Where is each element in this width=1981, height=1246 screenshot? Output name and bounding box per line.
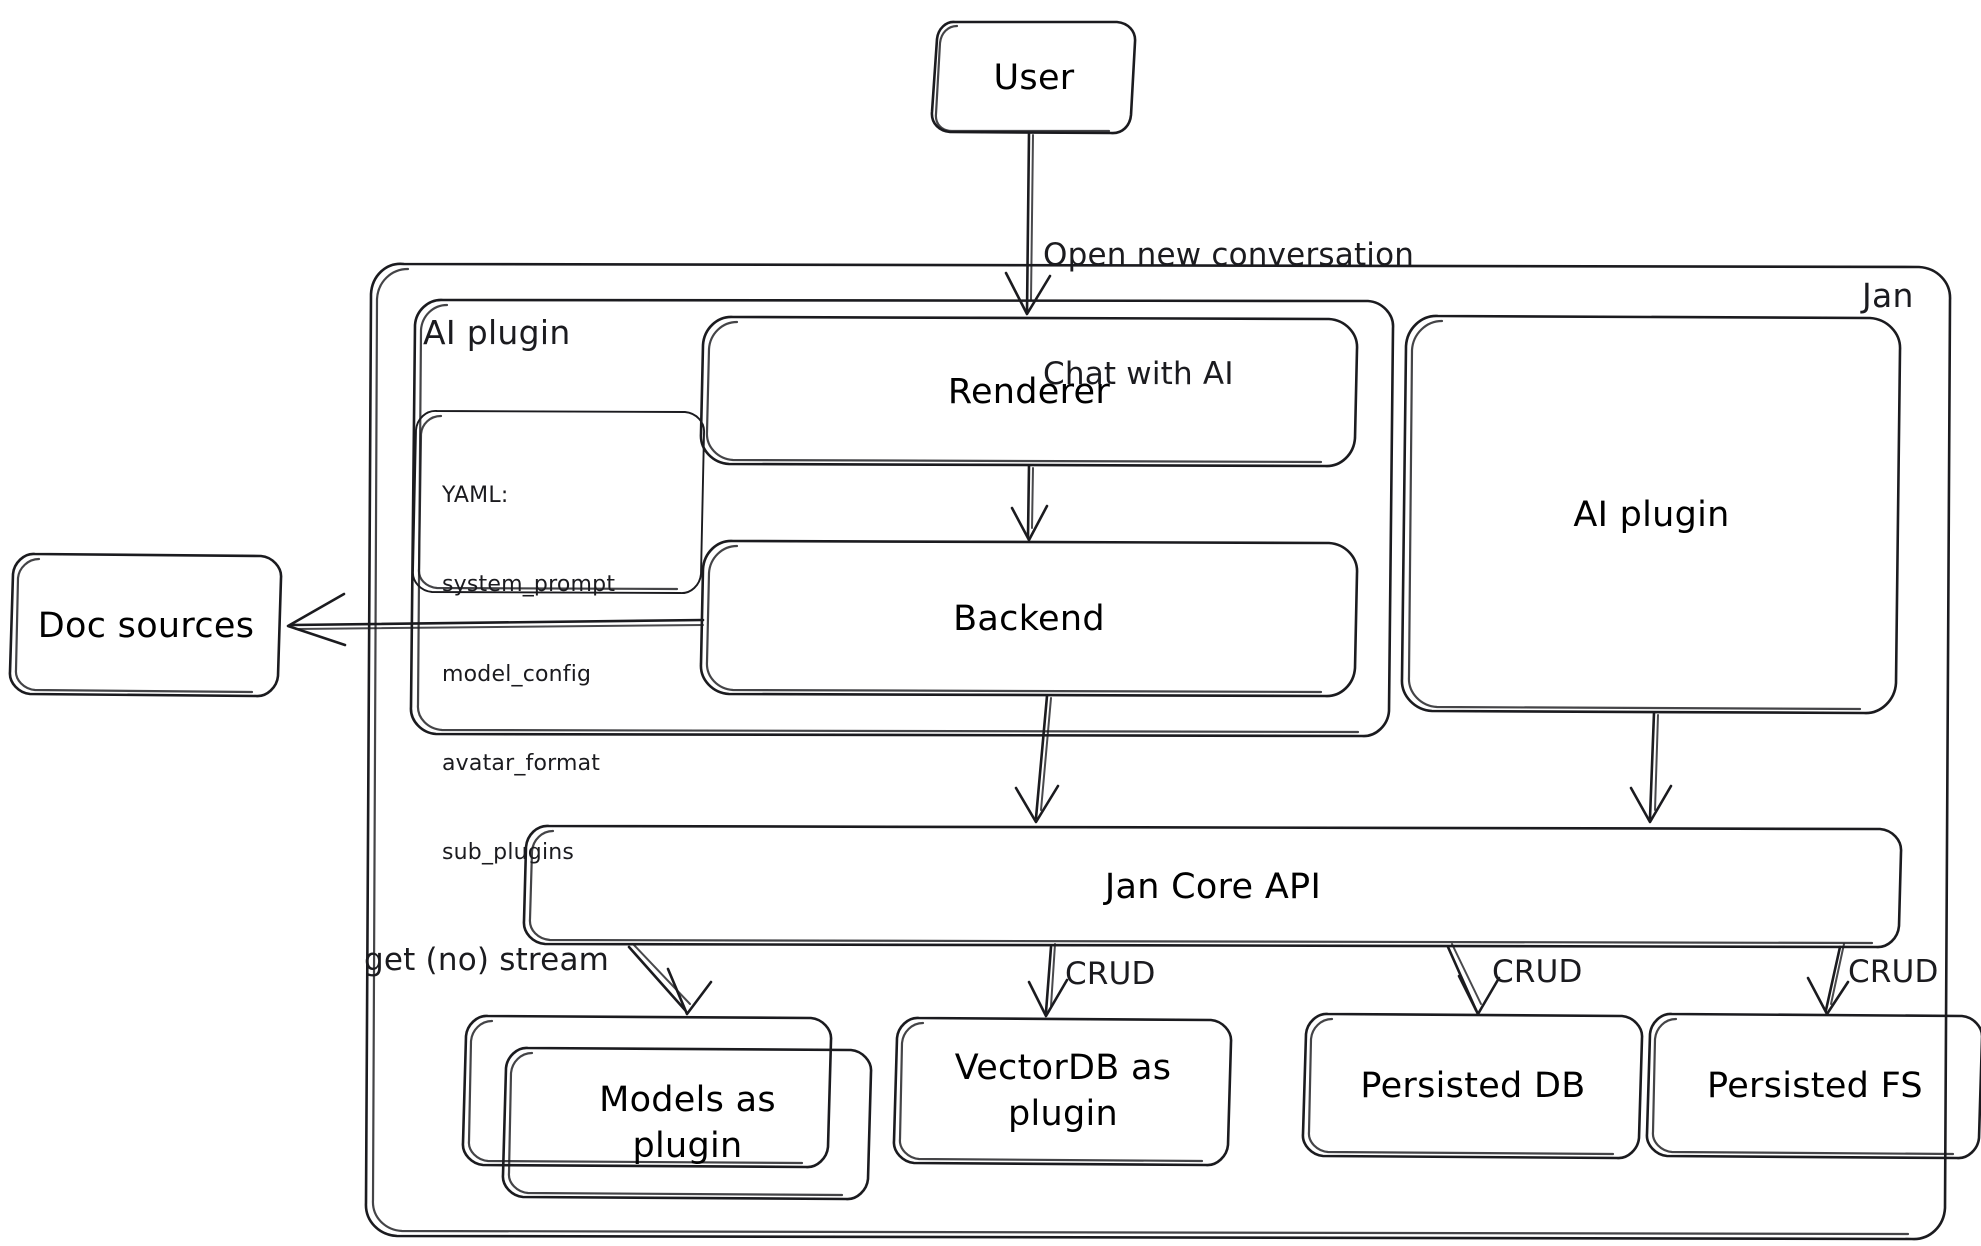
models-plugin-label-line1: Models as — [599, 1080, 776, 1120]
models-plugin-node-shape[interactable] — [501, 1046, 873, 1201]
ai-plugin-box-node[interactable]: AI plugin — [1402, 316, 1901, 714]
renderer-node[interactable]: Renderer — [701, 317, 1357, 466]
edge-label-open-new-conversation: Open new conversation — [1043, 237, 1415, 274]
ai-plugin-box-label: AI plugin — [1573, 495, 1730, 535]
edge-label-crud-vectordb: CRUD — [1065, 956, 1156, 992]
edge-label-chat-with-ai: Chat with AI — [1043, 356, 1234, 393]
vectordb-plugin-node-shape[interactable] — [892, 1016, 1233, 1167]
doc-sources-label: Doc sources — [37, 605, 255, 646]
edge-renderer-to-backend — [1010, 464, 1049, 542]
persisted-fs-label: Persisted FS — [1707, 1065, 1923, 1106]
yaml-note-shape — [412, 410, 705, 594]
yaml-note-item-3: sub_plugins — [442, 839, 575, 865]
edge-api-to-models-plugin — [627, 943, 713, 1016]
yaml-note-item-1: model_config — [442, 661, 592, 687]
vectordb-plugin-node[interactable]: VectorDB as plugin — [894, 1017, 1232, 1166]
edge-user-to-renderer — [1004, 131, 1052, 316]
backend-node-shape[interactable] — [699, 539, 1359, 698]
doc-sources-node-shape[interactable] — [8, 552, 283, 698]
jan-core-api-label: Jan Core API — [1104, 867, 1322, 907]
backend-node-label: Backend — [953, 598, 1105, 639]
user-node-shape[interactable] — [930, 20, 1137, 135]
persisted-db-node[interactable]: Persisted DB — [1303, 1013, 1643, 1158]
user-node-label: User — [993, 57, 1075, 98]
jan-container-label: Jan — [1862, 276, 1914, 315]
persisted-db-label: Persisted DB — [1360, 1065, 1586, 1106]
edge-label-user-to-renderer: Open new conversation Chat with AI — [1043, 157, 1414, 474]
edge-label-crud-persisted-db: CRUD — [1492, 954, 1583, 990]
yaml-note: YAML: system_prompt model_config avatar_… — [442, 422, 615, 927]
persisted-fs-node-shape[interactable] — [1645, 1012, 1981, 1160]
edge-api-to-vectordb-plugin — [1027, 943, 1069, 1018]
models-plugin-outer-shape — [461, 1014, 833, 1169]
yaml-note-heading: YAML: — [442, 483, 509, 509]
edge-api-to-persisted-fs — [1806, 943, 1850, 1016]
renderer-node-shape[interactable] — [699, 315, 1359, 468]
backend-node[interactable]: Backend — [701, 541, 1357, 696]
user-node[interactable]: User — [932, 22, 1136, 133]
yaml-note-item-0: system_prompt — [442, 572, 616, 598]
edge-backend-to-doc-sources — [286, 592, 705, 647]
edge-label-get-no-stream: get (no) stream — [364, 942, 610, 978]
edge-ai-plugin-to-jan-core-api — [1629, 711, 1673, 824]
vectordb-plugin-label-line2: plugin — [1007, 1093, 1119, 1134]
edge-backend-to-jan-core-api — [1014, 694, 1060, 824]
persisted-fs-node[interactable]: Persisted FS — [1647, 1013, 1981, 1158]
edge-label-crud-persisted-fs: CRUD — [1848, 954, 1939, 990]
ai-plugin-container-shape — [409, 298, 1395, 738]
models-plugin-node[interactable]: Models as plugin — [503, 1047, 872, 1200]
persisted-db-node-shape[interactable] — [1301, 1012, 1644, 1160]
renderer-node-label: Renderer — [947, 371, 1111, 412]
jan-container-shape — [364, 262, 1952, 1241]
ai-plugin-box-shape[interactable] — [1400, 314, 1902, 715]
edge-api-to-persisted-db — [1446, 943, 1501, 1016]
jan-core-api-node[interactable]: Jan Core API — [524, 826, 1902, 948]
yaml-note-item-2: avatar_format — [442, 750, 601, 776]
vectordb-plugin-label-line1: VectorDB as — [954, 1048, 1172, 1088]
models-plugin-label-line2: plugin — [632, 1125, 743, 1166]
jan-core-api-node-shape[interactable] — [522, 824, 1903, 949]
doc-sources-node[interactable]: Doc sources — [10, 554, 282, 697]
ai-plugin-container-label: AI plugin — [423, 313, 571, 352]
